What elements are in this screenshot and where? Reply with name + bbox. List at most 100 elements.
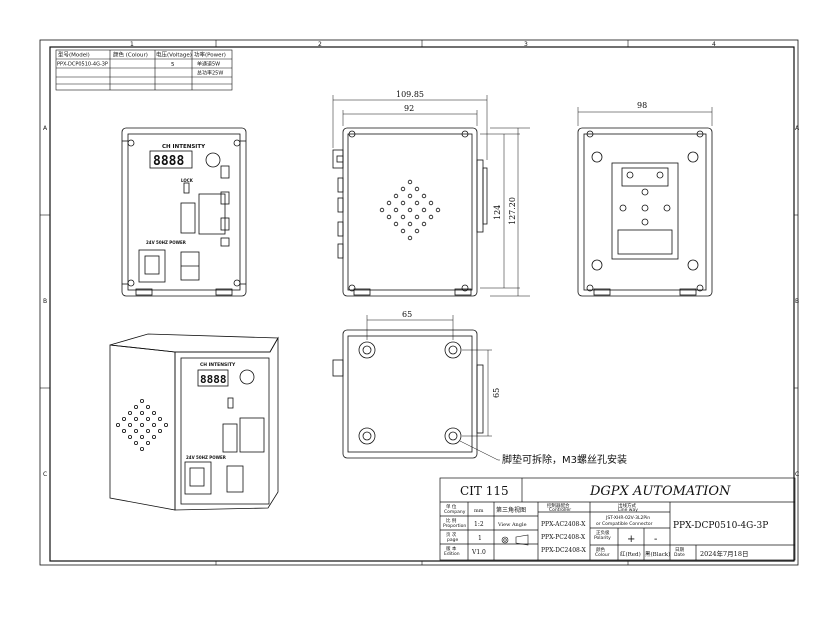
vent-hole [122, 428, 127, 433]
vent-hole [407, 221, 413, 227]
dim-back-width: 98 [637, 101, 647, 110]
page-value: 1 [478, 535, 482, 542]
vent-hole [400, 200, 406, 206]
vent-hole [428, 200, 434, 206]
vent-hole [139, 434, 144, 439]
spec-power-1: 单通道5W [197, 61, 220, 68]
zone-side-a-right: A [795, 125, 800, 132]
scale-value: 1:2 [474, 521, 484, 528]
zone-top-2: 2 [318, 41, 322, 48]
vent-hole [421, 221, 427, 227]
zone-top-4: 4 [712, 41, 716, 48]
vent-hole [393, 207, 399, 213]
vent-hole [393, 193, 399, 199]
vent-hole [400, 228, 406, 234]
colour-red: 红(Red) [620, 550, 641, 558]
back-view [577, 127, 713, 297]
vent-hole [157, 428, 162, 433]
iso-vent-holes [116, 398, 168, 451]
zone-top-1: 1 [130, 41, 134, 48]
vent-hole [400, 214, 406, 220]
spec-header-voltage: 电压(Voltage) [156, 51, 192, 59]
dim-bottom-width: 65 [402, 310, 412, 319]
vent-hole [414, 200, 420, 206]
vent-hole [139, 446, 144, 451]
dim-side-overall: 109.85 [396, 90, 424, 99]
bottom-dimensions [366, 315, 500, 461]
edition-value: V1.0 [471, 549, 486, 556]
vent-hole [139, 410, 144, 415]
vent-hole [414, 186, 420, 192]
vent-hole [157, 416, 162, 421]
dim-side-body: 92 [404, 104, 414, 113]
spec-voltage: 5 [171, 62, 175, 68]
spec-power-2: 总功率25W [197, 70, 223, 77]
projection: 第三角视图 [496, 506, 526, 514]
vent-hole [145, 440, 150, 445]
vent-hole [393, 221, 399, 227]
vent-hole [435, 207, 441, 213]
vent-hole [133, 440, 138, 445]
polarity-minus: - [654, 534, 657, 545]
vent-hole [127, 410, 132, 415]
vent-hole [414, 214, 420, 220]
vent-hole [163, 422, 168, 427]
vent-hole [145, 428, 150, 433]
vent-hole [407, 235, 413, 241]
vent-hole [127, 422, 132, 427]
back-dimensions [577, 107, 713, 126]
date-value: 2024年7月18日 [700, 549, 748, 558]
vent-hole [133, 404, 138, 409]
vent-hole [151, 410, 156, 415]
unit-value: mm [474, 508, 484, 514]
title-model: PPX-DCP0510-4G-3P [673, 521, 768, 531]
dim-height-inner: 124 [493, 205, 502, 220]
iso-power-in: 24V 50HZ POWER [186, 455, 226, 460]
front-display: 8888 [153, 154, 184, 169]
zone-side-a: A [43, 125, 48, 132]
polarity-plus: + [627, 534, 635, 545]
vent-hole [139, 398, 144, 403]
vent-hole [145, 416, 150, 421]
vent-hole [133, 428, 138, 433]
vent-hole [400, 186, 406, 192]
spec-model: PPX-DCP0510-4G-3P [57, 62, 108, 68]
zone-side-b-right: B [795, 298, 799, 305]
vent-hole [421, 207, 427, 213]
outer-frame [39, 39, 799, 566]
side-vent-holes [379, 179, 441, 241]
zone-side-b: B [43, 298, 47, 305]
controller-3: PPX-DC2408-X [541, 547, 587, 554]
dim-height-outer: 127.20 [508, 197, 517, 225]
iso-view [109, 333, 279, 511]
vent-hole [139, 422, 144, 427]
front-power-in: 24V 50HZ POWER [146, 240, 186, 245]
controller-2: PPX-PC2408-X [541, 534, 586, 541]
front-view [121, 127, 247, 297]
vent-hole [127, 434, 132, 439]
dim-bottom-depth: 65 [492, 388, 501, 398]
side-dimensions [332, 95, 530, 297]
vent-hole [379, 207, 385, 213]
zone-side-c-right: C [795, 471, 799, 478]
side-view [332, 127, 488, 297]
zone-side-c: C [43, 471, 47, 478]
vent-hole [116, 422, 121, 427]
mounting-note: 脚垫可拆除，M3螺丝孔安装 [502, 453, 627, 466]
front-lock: LOCK [181, 178, 194, 183]
company-name: DGPX AUTOMATION [589, 484, 731, 499]
vent-hole [421, 193, 427, 199]
zone-top-3: 3 [524, 41, 528, 48]
iso-ch-intensity: CH INTENSITY [200, 362, 236, 368]
